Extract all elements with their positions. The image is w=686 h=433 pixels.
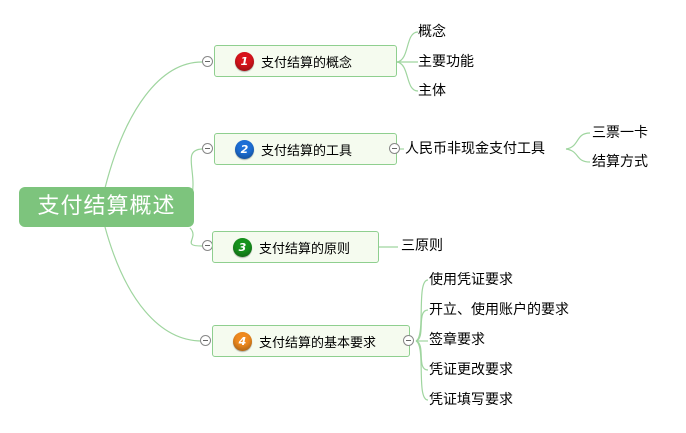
leaf-settlement-method[interactable]: 结算方式 (592, 154, 648, 170)
collapse-toggle-4a[interactable] (403, 335, 414, 346)
leaf-rmb-noncash-tools[interactable]: 人民币非现金支付工具 (405, 141, 545, 157)
collapse-toggle-4[interactable] (200, 335, 211, 346)
number-badge-3: 3 (233, 237, 252, 257)
leaf-voucher-fill[interactable]: 凭证填写要求 (429, 392, 513, 408)
leaf-voucher-use[interactable]: 使用凭证要求 (429, 272, 513, 288)
topic-basic-requirements[interactable]: 4 支付结算的基本要求 (212, 325, 410, 357)
leaf-three-principles[interactable]: 三原则 (401, 238, 443, 254)
leaf-account-open-use[interactable]: 开立、使用账户的要求 (429, 302, 569, 318)
topic-payment-concept[interactable]: 1 支付结算的概念 (214, 45, 397, 77)
number-badge-4: 4 (233, 331, 252, 351)
leaf-signature[interactable]: 签章要求 (429, 332, 485, 348)
number-badge-1: 1 (235, 51, 254, 71)
collapse-toggle-2a[interactable] (389, 143, 400, 154)
leaf-three-bills-one-card[interactable]: 三票一卡 (592, 125, 648, 141)
topic-payment-principles[interactable]: 3 支付结算的原则 (212, 231, 379, 263)
number-badge-2: 2 (235, 139, 254, 159)
topic-payment-tools[interactable]: 2 支付结算的工具 (214, 133, 397, 165)
topic-label: 支付结算的工具 (261, 143, 353, 159)
topic-label: 支付结算的原则 (259, 241, 351, 257)
topic-label: 支付结算的概念 (261, 55, 353, 71)
leaf-voucher-change[interactable]: 凭证更改要求 (429, 362, 513, 378)
root-topic[interactable]: 支付结算概述 (19, 187, 194, 227)
topic-label: 支付结算的基本要求 (259, 335, 377, 351)
leaf-concept[interactable]: 概念 (418, 24, 446, 40)
leaf-main-function[interactable]: 主要功能 (418, 54, 474, 70)
leaf-subject[interactable]: 主体 (418, 83, 446, 99)
collapse-toggle-1[interactable] (202, 56, 213, 67)
collapse-toggle-2[interactable] (202, 143, 213, 154)
